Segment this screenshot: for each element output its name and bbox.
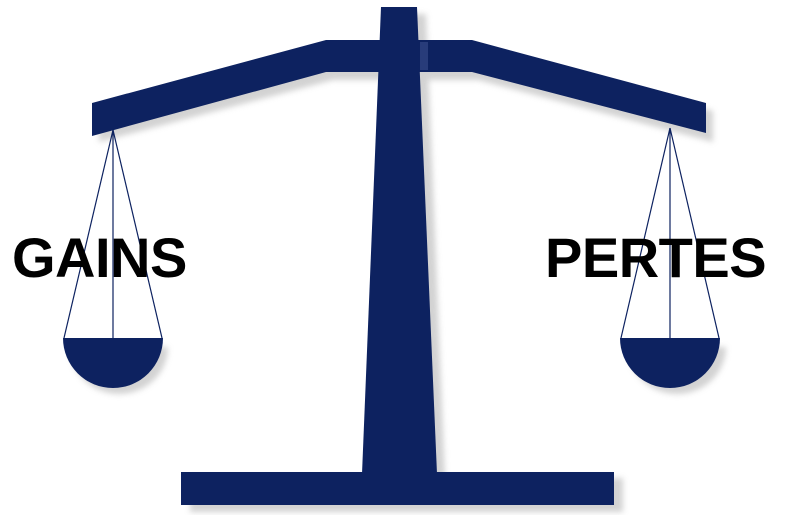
scale-base xyxy=(181,472,614,505)
beam-highlight xyxy=(420,42,428,70)
pertes-label: PERTES xyxy=(545,230,766,286)
gains-label: GAINS xyxy=(12,230,187,286)
